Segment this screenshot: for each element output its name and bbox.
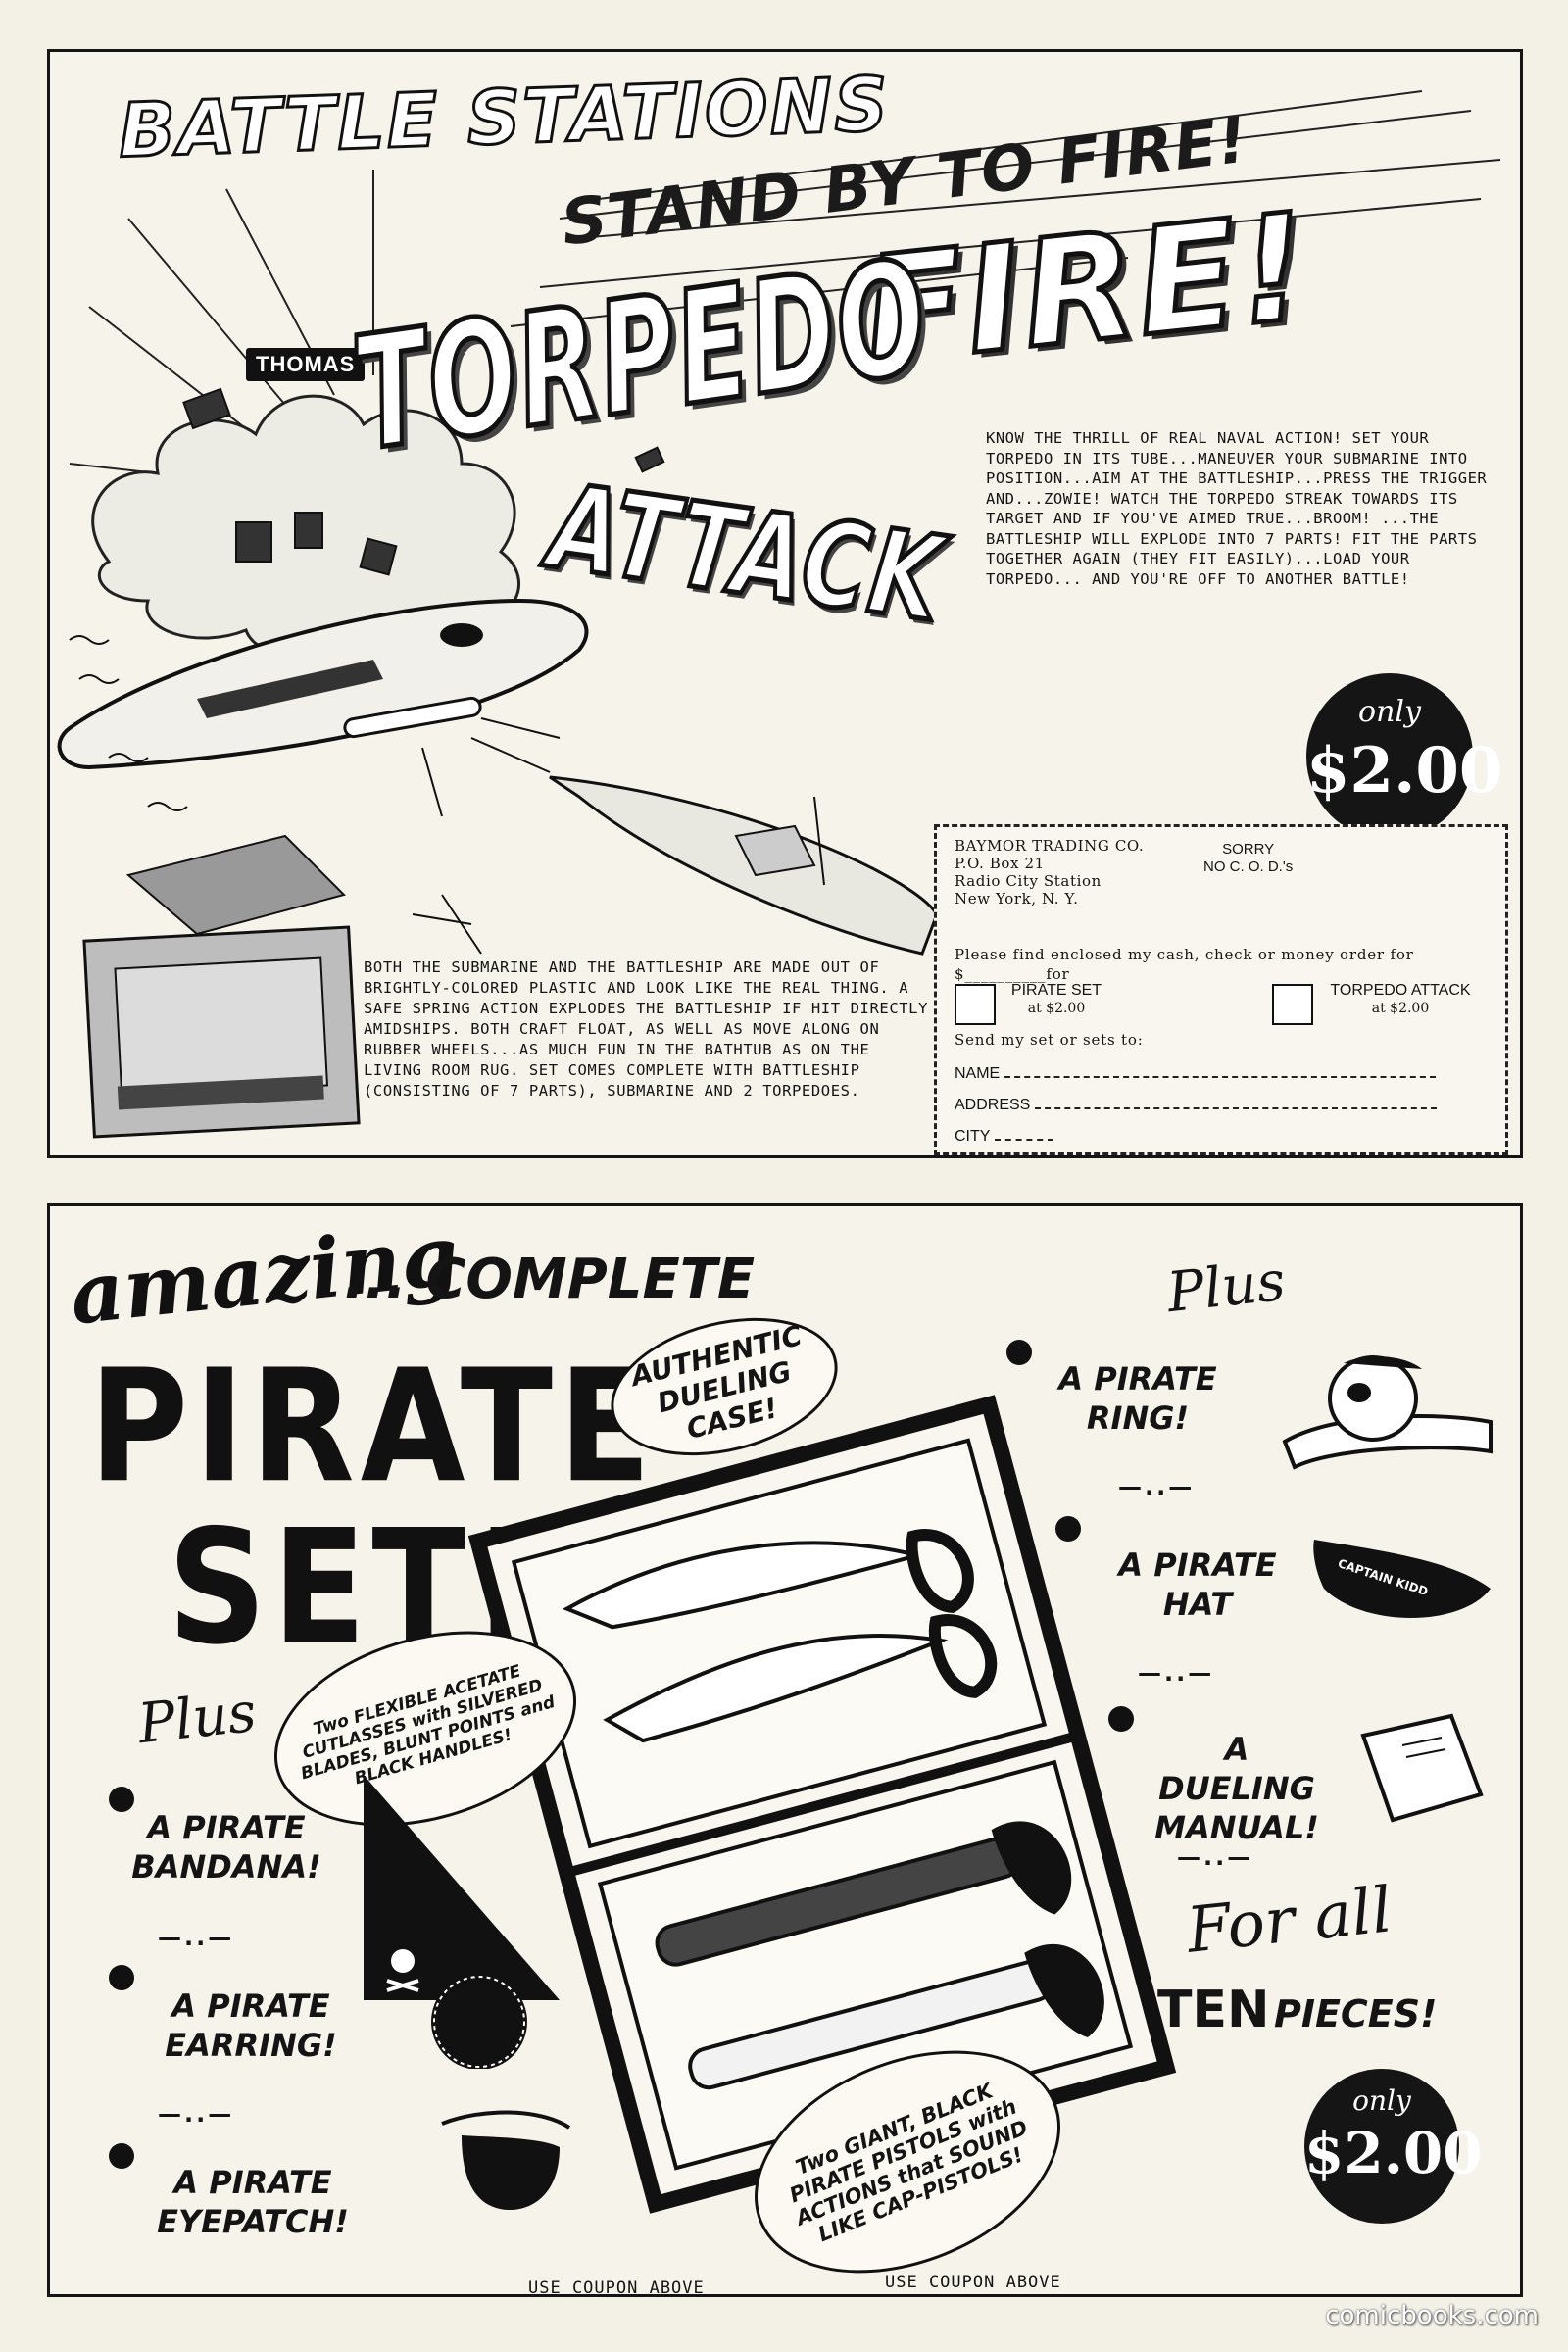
ten-label: TEN (1157, 1981, 1270, 2039)
site-watermark: comicbooks.com (1325, 2301, 1539, 2330)
separator: —..— (1177, 1843, 1254, 1871)
pirate-hat-icon: CAPTAIN KIDD (1313, 1540, 1491, 1618)
item-dueling-manual: A DUELING MANUAL! (1154, 1731, 1319, 1846)
item-pirate-ring: A PIRATE RING! (1058, 1360, 1217, 1437)
item-pirate-bandana: A PIRATE BANDANA! (131, 1809, 321, 1886)
name-field[interactable]: NAME (955, 1062, 1484, 1083)
skull-ring-icon (1282, 1355, 1493, 1470)
plus-label-left: Plus (134, 1680, 260, 1757)
price-badge: only $2.00 (1304, 2069, 1483, 2224)
headline-pirate: PIRATE (89, 1336, 658, 1518)
plus-label-right: Plus (1163, 1249, 1289, 1326)
coupon-company-address: BAYMOR TRADING CO. P.O. Box 21 Radio Cit… (955, 837, 1145, 907)
address-input-line[interactable] (1034, 1094, 1437, 1109)
torpedo-attack-option: TORPEDO ATTACK at $2.00 (1317, 982, 1484, 1017)
bullet-icon (1006, 1340, 1032, 1365)
order-coupon[interactable]: BAYMOR TRADING CO. P.O. Box 21 Radio Cit… (934, 824, 1508, 1155)
item-pirate-earring: A PIRATE EARRING! (165, 1987, 337, 2064)
city-label: CITY (955, 1128, 991, 1145)
address-label: ADDRESS (955, 1097, 1031, 1113)
pirate-set-label: PIRATE SET (1010, 982, 1102, 999)
naval-battle-illustration (57, 90, 1501, 1139)
city-field[interactable]: CITY (955, 1125, 1484, 1146)
price-amount: $2.00 (1304, 2120, 1483, 2186)
address-field[interactable]: ADDRESS (955, 1094, 1484, 1114)
torpedo-attack-checkbox[interactable] (1272, 984, 1313, 1025)
pirate-set-price: at $2.00 (1027, 1001, 1086, 1016)
item-pirate-eyepatch: A PIRATE EYEPATCH! (157, 2164, 349, 2240)
torpedo-attack-ad: BATTLE STATIONS STAND BY TO FIRE! FIRE! … (47, 49, 1523, 1158)
for-all-label: For all (1183, 1874, 1396, 1968)
coupon-send-to: Send my set or sets to: (955, 1031, 1144, 1049)
price-badge: only $2.00 (1306, 673, 1503, 840)
coupon-instructions: Please find enclosed my cash, check or m… (955, 946, 1414, 983)
pirate-set-option: PIRATE SET at $2.00 (998, 982, 1115, 1017)
price-amount: $2.00 (1306, 734, 1503, 808)
pirate-set-ad: amazing ... COMPLETE PIRATE SET! AUTHENT… (47, 1203, 1523, 2297)
eyepatch-icon (441, 2110, 571, 2210)
separator: —..— (158, 1924, 235, 1951)
bullet-icon (109, 2143, 134, 2169)
dueling-case-illustration (467, 1395, 1177, 2214)
ten-pieces-label: TEN PIECES! (1157, 1981, 1437, 2039)
coupon-reference: USE COUPON ABOVE (528, 2278, 705, 2297)
earring-icon (431, 1936, 527, 2069)
city-input-line[interactable] (994, 1125, 1054, 1141)
item-pirate-hat: A PIRATE HAT (1118, 1546, 1277, 1623)
bullet-icon (1055, 1516, 1081, 1542)
bullet-icon (109, 1965, 134, 1990)
bullet-icon (109, 1787, 134, 1812)
torpedo-attack-price: at $2.00 (1371, 1001, 1430, 1016)
separator: —..— (1118, 1473, 1196, 1500)
dueling-manual-icon (1360, 1713, 1484, 1823)
ad-body-copy: KNOW THE THRILL OF REAL NAVAL ACTION! SE… (986, 429, 1488, 588)
bullet-icon (1108, 1706, 1134, 1732)
pirate-set-checkbox[interactable] (955, 984, 996, 1025)
price-only-label: only (1358, 695, 1421, 729)
name-label: NAME (955, 1065, 1001, 1082)
headline-complete: ... COMPLETE (344, 1248, 756, 1311)
torpedo-attack-label: TORPEDO ATTACK (1330, 982, 1471, 999)
coupon-no-cod: SORRY NO C. O. D.'s (1203, 841, 1294, 875)
coupon-reference: USE COUPON ABOVE (885, 2273, 1061, 2292)
name-input-line[interactable] (1004, 1062, 1436, 1078)
bandana-illustration (364, 1775, 560, 2000)
pieces-label: PIECES! (1273, 1992, 1438, 2035)
product-details: BOTH THE SUBMARINE AND THE BATTLESHIP AR… (364, 958, 929, 1100)
separator: —..— (1138, 1659, 1215, 1687)
price-only-label: only (1352, 2084, 1411, 2117)
separator: —..— (158, 2100, 235, 2128)
brand-label: THOMAS (246, 348, 366, 381)
